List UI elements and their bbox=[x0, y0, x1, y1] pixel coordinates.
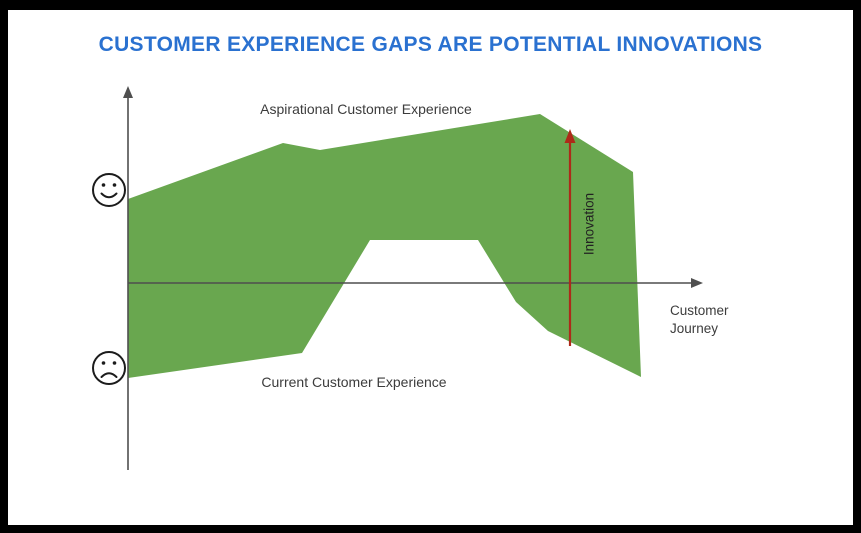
diagram-canvas bbox=[8, 10, 853, 525]
current-experience-label: Current Customer Experience bbox=[261, 374, 447, 390]
innovation-label: Innovation bbox=[581, 192, 597, 256]
aspirational-experience-label: Aspirational Customer Experience bbox=[260, 101, 472, 117]
x-axis-label: Customer Journey bbox=[670, 303, 729, 337]
page-title: CUSTOMER EXPERIENCE GAPS ARE POTENTIAL I… bbox=[98, 33, 763, 56]
